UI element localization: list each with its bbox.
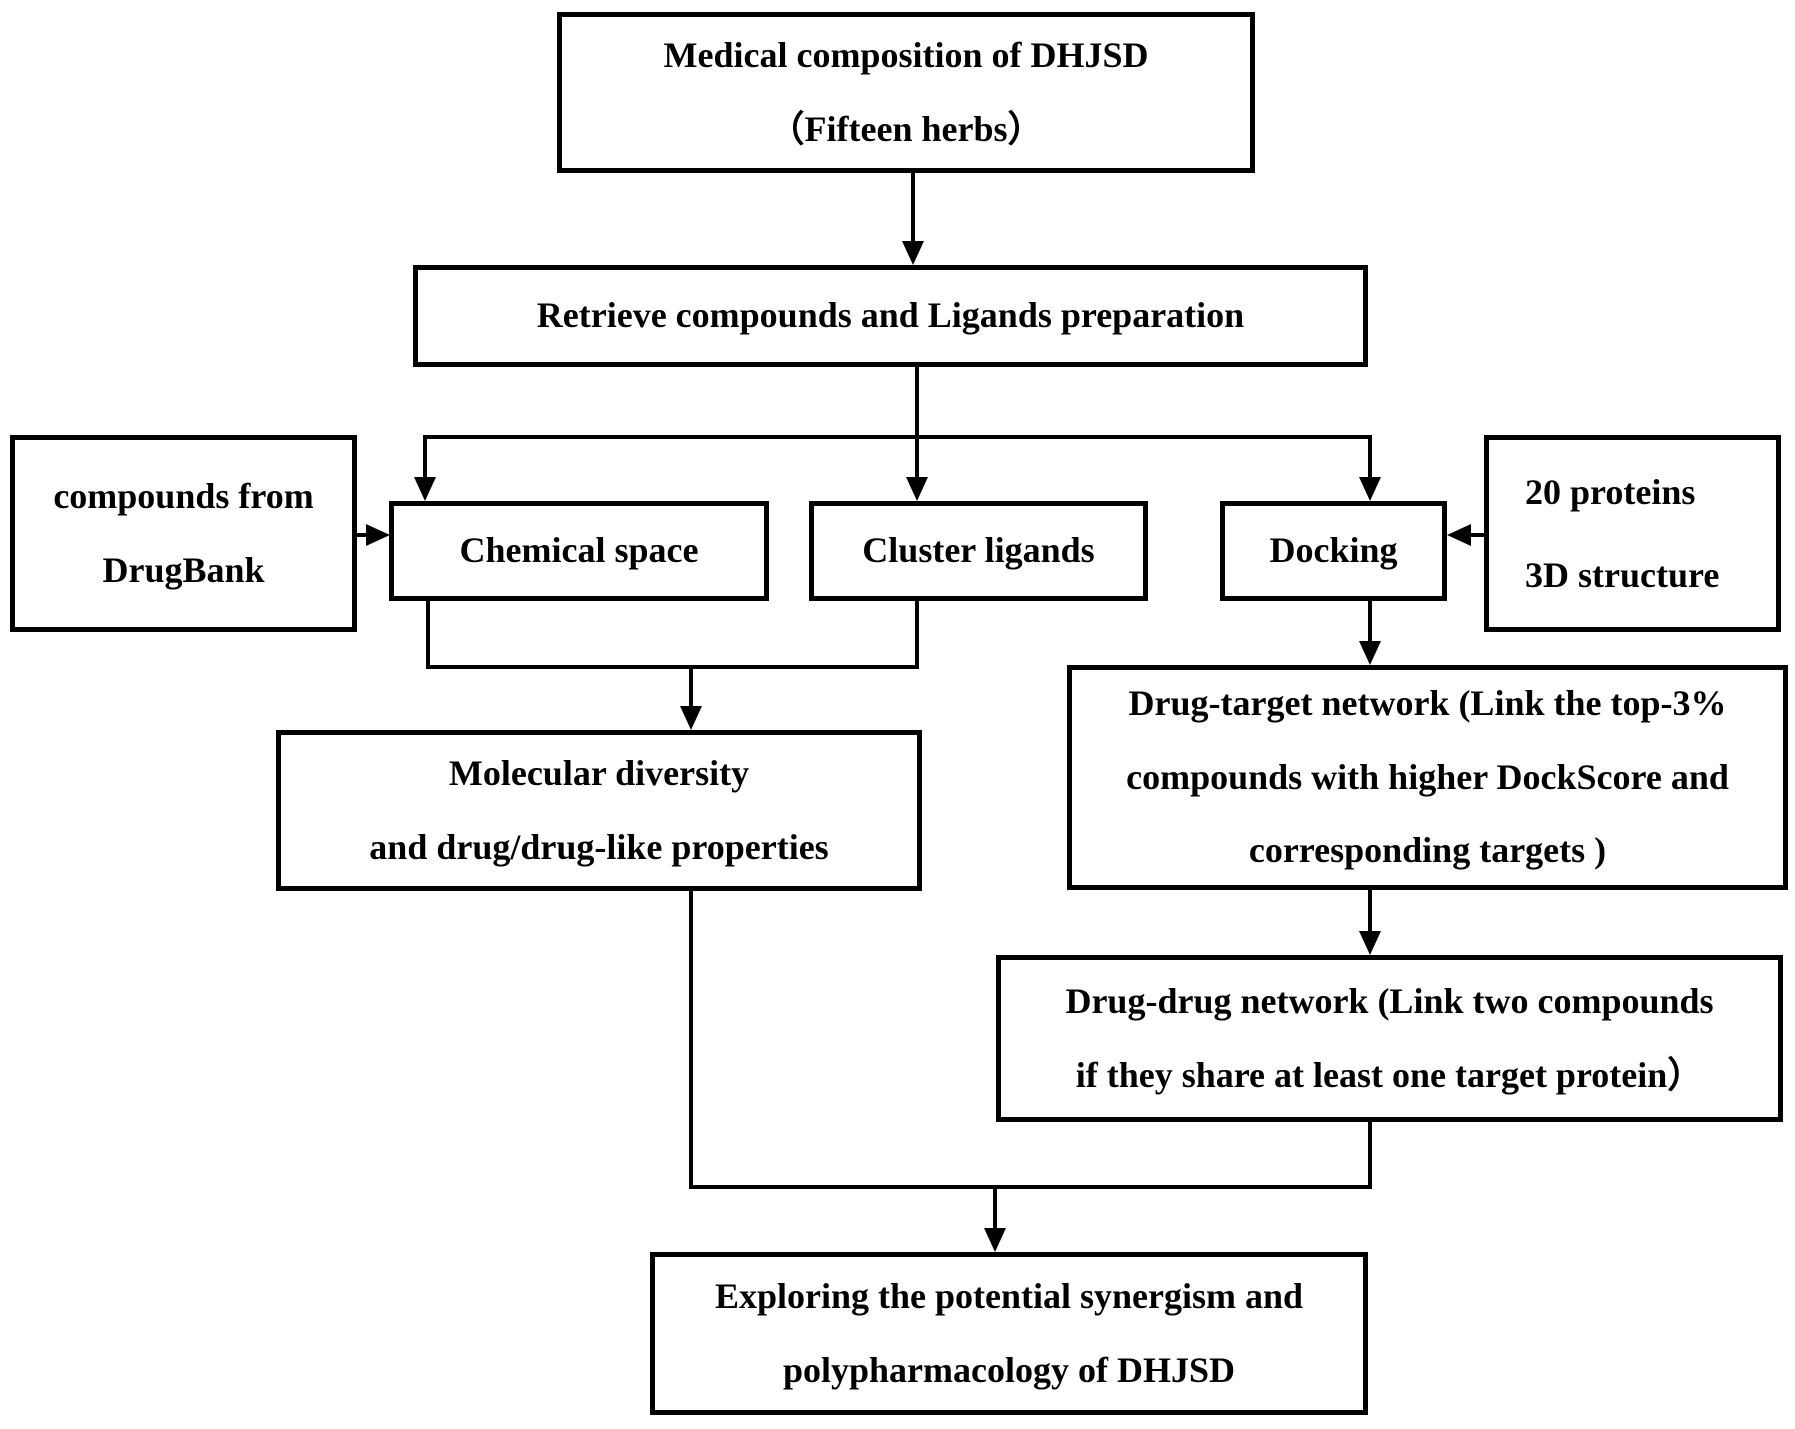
node-drug-target-network: Drug-target network (Link the top-3% com…: [1067, 665, 1788, 890]
merge-rail-final-line: [689, 1185, 1372, 1189]
edge-docking-to-drugtarget-line: [1368, 601, 1372, 641]
edge-merge-to-final-line: [993, 1185, 997, 1229]
edge-merge-to-final-arrowhead-icon: [984, 1228, 1006, 1252]
edge-rail-to-chemical-arrowhead-icon: [414, 477, 436, 501]
node-docking: Docking: [1220, 501, 1447, 601]
edge-proteins-to-docking-line: [1468, 533, 1484, 537]
node-20-proteins-line-2: 3D structure: [1525, 554, 1720, 595]
node-exploring-synergism-line-2: polypharmacology of DHJSD: [782, 1349, 1236, 1390]
node-molecular-diversity-line-1: Molecular diversity: [448, 752, 750, 793]
edge-retrieve-to-cluster-line: [915, 365, 919, 480]
edge-moldiv-down-line: [689, 891, 693, 1189]
edge-merge-to-moldiv-arrowhead-icon: [680, 706, 702, 730]
edge-drugtarget-to-drugdrug-arrowhead-icon: [1359, 931, 1381, 955]
node-molecular-diversity: Molecular diversity and drug/drug-like p…: [276, 730, 922, 891]
edge-docking-to-drugtarget-arrowhead-icon: [1359, 641, 1381, 665]
node-retrieve-compounds: Retrieve compounds and Ligands preparati…: [413, 265, 1368, 367]
node-compounds-from-drugbank-line-2: DrugBank: [102, 549, 265, 590]
distribution-rail-line: [423, 435, 1372, 439]
edge-rail-to-cluster-arrowhead-icon: [906, 477, 928, 501]
node-drug-target-network-line-2: compounds with higher DockScore and: [1126, 756, 1729, 797]
edge-drugbank-to-chemical-line: [357, 533, 371, 537]
node-chemical-space-line-1: Chemical space: [459, 530, 699, 571]
node-retrieve-compounds-line-1: Retrieve compounds and Ligands preparati…: [536, 295, 1245, 336]
node-cluster-ligands: Cluster ligands: [809, 501, 1148, 601]
node-drug-drug-network-line-2: if they share at least one target protei…: [1075, 1054, 1704, 1095]
edge-proteins-to-docking-arrowhead-icon: [1447, 524, 1471, 546]
node-chemical-space: Chemical space: [389, 501, 769, 601]
node-medical-composition-line-2: （Fifteen herbs）: [768, 108, 1044, 149]
edge-top-to-retrieve-line: [911, 172, 915, 242]
edge-drugdrug-down-line: [1368, 1122, 1372, 1189]
node-drug-target-network-line-3: corresponding targets ): [1248, 830, 1607, 871]
node-molecular-diversity-line-2: and drug/drug-like properties: [369, 826, 829, 867]
edge-drugtarget-to-drugdrug-line: [1368, 890, 1372, 932]
edge-merge-to-moldiv-line: [689, 665, 693, 707]
node-drug-drug-network: Drug-drug network (Link two compounds if…: [996, 955, 1783, 1122]
node-cluster-ligands-line-1: Cluster ligands: [862, 530, 1095, 571]
edge-rail-to-docking-line: [1368, 435, 1372, 480]
node-exploring-synergism-line-1: Exploring the potential synergism and: [714, 1275, 1304, 1316]
node-compounds-from-drugbank: compounds from DrugBank: [10, 435, 357, 632]
merge-rail-moldiv-line: [426, 665, 919, 669]
node-20-proteins-3d-structure: 20 proteins 3D structure: [1484, 435, 1781, 632]
node-drug-drug-network-line-1: Drug-drug network (Link two compounds: [1065, 980, 1714, 1021]
edge-rail-to-docking-arrowhead-icon: [1359, 477, 1381, 501]
edge-rail-to-chemical-line: [423, 435, 427, 480]
edge-cluster-down-line: [915, 601, 919, 669]
node-20-proteins-line-1: 20 proteins: [1525, 471, 1696, 512]
node-exploring-synergism: Exploring the potential synergism and po…: [650, 1252, 1368, 1415]
edge-chemical-down-line: [426, 601, 430, 669]
node-medical-composition-line-1: Medical composition of DHJSD: [663, 34, 1149, 75]
node-drug-target-network-line-1: Drug-target network (Link the top-3%: [1128, 682, 1727, 723]
node-compounds-from-drugbank-line-1: compounds from: [53, 475, 314, 516]
node-docking-line-1: Docking: [1269, 530, 1398, 571]
node-medical-composition: Medical composition of DHJSD （Fifteen he…: [557, 12, 1255, 173]
edge-top-to-retrieve-arrowhead-icon: [902, 241, 924, 265]
edge-drugbank-to-chemical-arrowhead-icon: [366, 524, 390, 546]
